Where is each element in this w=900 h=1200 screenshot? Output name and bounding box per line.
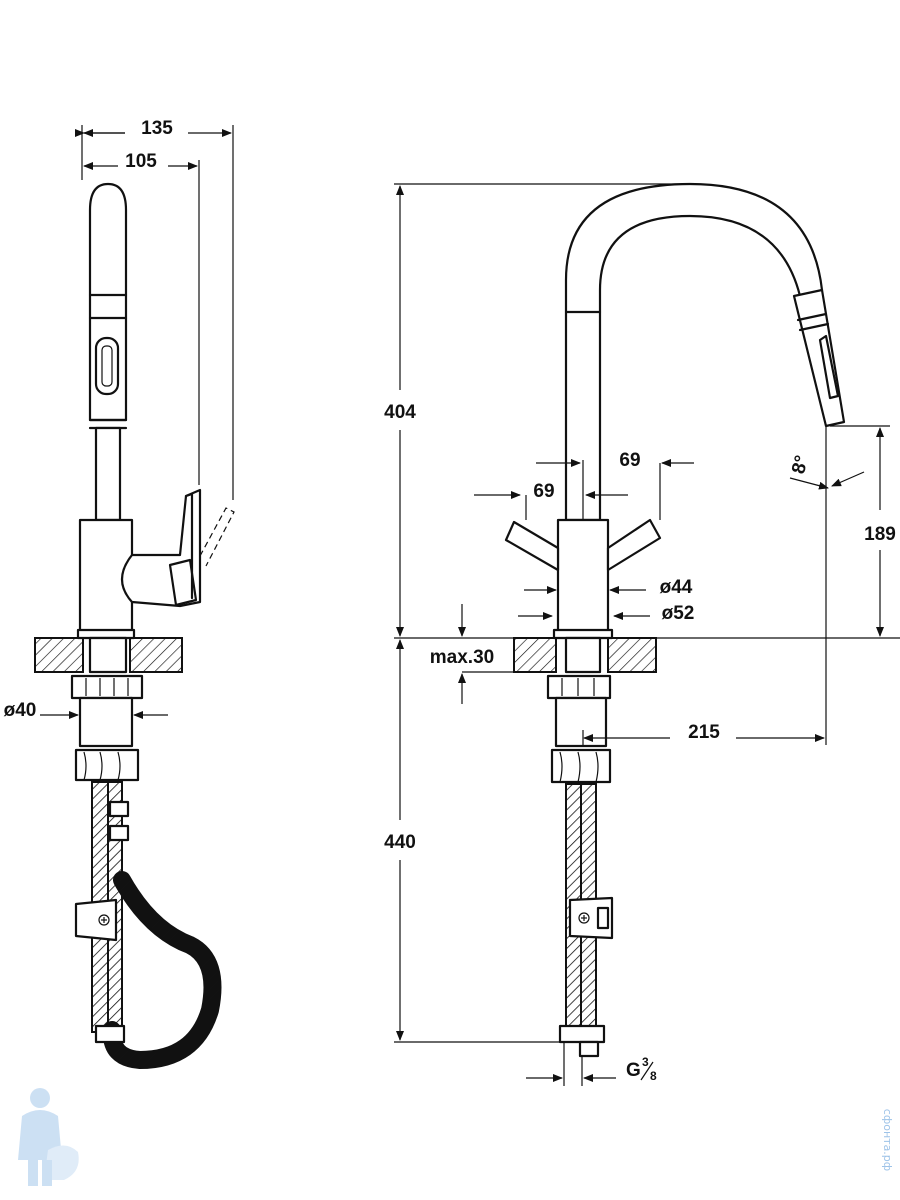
hose-clamp — [74, 898, 118, 942]
dim-height-below: 440 — [384, 832, 416, 853]
lever-left-position — [504, 520, 560, 572]
lever-handle — [120, 488, 202, 608]
front-view — [504, 182, 846, 1058]
spray-head-front — [792, 288, 846, 428]
hose-clamp-front — [568, 896, 614, 940]
dim-angle: 8° — [788, 453, 813, 476]
dim-rotation-right: 69 — [619, 450, 640, 471]
spray-button — [94, 336, 120, 396]
mounting-nut — [74, 748, 140, 782]
lock-nut — [70, 674, 144, 700]
dim-max-thickness: max.30 — [430, 647, 494, 668]
side-view-dimensions — [40, 125, 234, 719]
lock-nut-front — [546, 674, 612, 700]
dim-spout-height: 189 — [864, 524, 896, 545]
dim-connection-numerator: 3 — [642, 1055, 649, 1069]
dim-rotation-left: 69 — [533, 481, 554, 502]
side-view — [34, 182, 235, 1070]
dim-connection-denominator: 8 — [650, 1069, 657, 1083]
countertop-left — [34, 637, 84, 673]
plumber-mascot-icon — [18, 1088, 79, 1186]
dim-base-dia: ø52 — [662, 603, 695, 624]
lever-right-position — [606, 518, 662, 572]
spout-neck — [94, 426, 122, 522]
gooseneck-spout — [564, 182, 824, 522]
dim-height-above: 404 — [384, 402, 416, 423]
front-view-dimensions — [394, 183, 900, 1086]
hose-fitting-front — [558, 1024, 606, 1044]
dim-thread-dia: ø40 — [4, 700, 37, 721]
dim-width-overall: 135 — [141, 118, 173, 139]
faucet-body-front — [556, 518, 610, 634]
countertop-left-front — [513, 637, 557, 673]
dim-width-lever: 105 — [125, 151, 157, 172]
watermark-text: сфонта.рф — [881, 1109, 894, 1171]
dim-body-dia: ø44 — [660, 577, 693, 598]
countertop-right-front — [607, 637, 657, 673]
hose-fitting — [94, 1024, 126, 1044]
mounting-nut-front — [550, 748, 612, 784]
dim-connection: G — [626, 1060, 641, 1081]
dim-reach: 215 — [688, 722, 720, 743]
countertop-right — [129, 637, 183, 673]
